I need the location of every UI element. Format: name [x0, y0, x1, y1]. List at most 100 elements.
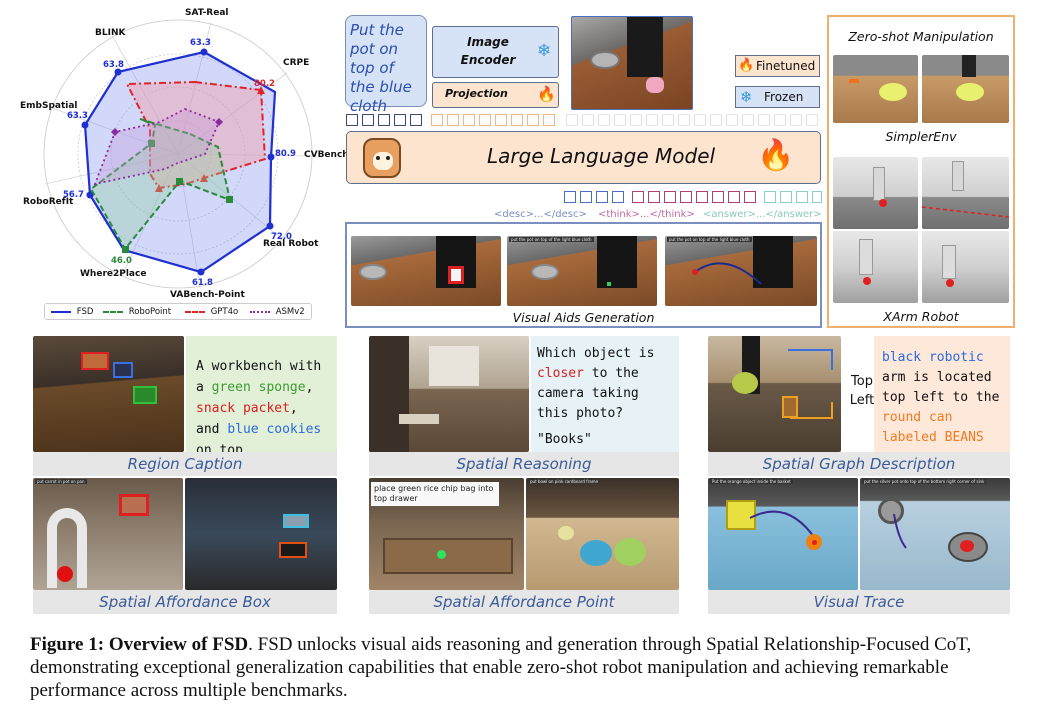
visual-aids-label: Visual Aids Generation — [512, 310, 655, 325]
legend-asmv2-label: ASMv2 — [275, 307, 305, 317]
axis-label-sat-real: SAT-Real — [185, 8, 229, 18]
value-label: 46.0 — [111, 256, 132, 266]
projection-box: Projection 🔥 — [432, 82, 559, 108]
visual-trace-label: Visual Trace — [708, 590, 1010, 614]
visual-aids-panel: put the pot on top of the light blue clo… — [345, 222, 822, 328]
simpler-photo-2 — [922, 55, 1009, 123]
graph-orange: round can labeled BEANS — [882, 410, 984, 445]
affordance-point-photo-2: put bowl on pink cardboard frame — [526, 478, 679, 590]
axis-label-blink: BLINK — [95, 28, 126, 38]
zeroshot-panel: Zero-shot Manipulation SimplerEnv XArm R… — [827, 15, 1015, 328]
legend-gpt4o-label: GPT4o — [210, 307, 239, 317]
legend-gpt4o: GPT4o — [185, 307, 238, 317]
spatial-reasoning-text-box: Which object is closer to the camera tak… — [531, 336, 679, 452]
graph-black: arm is located top left to the — [882, 370, 1000, 405]
fire-icon: 🔥 — [738, 58, 755, 73]
projection-label: Projection — [445, 87, 508, 100]
encoder-input-photo — [571, 16, 693, 110]
value-label: 72.0 — [271, 232, 292, 242]
figure-label: Figure 1: — [30, 634, 105, 655]
affordance-box-photo-1: put carrot in pot on pan — [33, 478, 183, 590]
visual-aid-photo-3: put the pot on top of the light blue clo… — [665, 236, 817, 306]
caption-comma: , — [305, 380, 314, 395]
xarm-photo-1 — [833, 157, 918, 229]
pointer-label: Top Left — [849, 374, 875, 408]
thumb-text: put carrot in pot on pan — [35, 479, 87, 484]
tag-think: <think>...</think> — [598, 209, 695, 220]
llm-box: Large Language Model 🔥 — [346, 131, 821, 184]
question-rest: to the camera taking this photo? — [537, 366, 639, 421]
thumb-text: put the pot on top of the light blue clo… — [509, 237, 594, 242]
spatial-graph-photo — [708, 336, 841, 452]
figure-caption: Figure 1: Overview of FSD. FSD unlocks v… — [30, 634, 972, 701]
spatial-graph-label: Spatial Graph Description — [708, 452, 1010, 476]
value-label: 56.7 — [63, 190, 84, 200]
affordance-point-photo-1: place green rice chip bag into top drawe… — [369, 478, 524, 590]
question-text: Which object is — [537, 346, 655, 361]
value-label: 80.2 — [254, 79, 275, 89]
zeroshot-title: Zero-shot Manipulation — [848, 29, 994, 44]
fire-icon: 🔥 — [537, 85, 556, 103]
xarm-label: XArm Robot — [883, 309, 959, 324]
axis-label-vabench-point: VABench-Point — [170, 290, 245, 300]
axis-label-cvbench: CVBench — [304, 150, 349, 160]
axis-label-real-robot: Real Robot — [263, 239, 319, 249]
thumb-text: Put the orange object inside the basket — [710, 479, 793, 484]
answer-text: "Books" — [537, 432, 592, 447]
axis-label-where2place: Where2Place — [80, 269, 147, 279]
thumb-text: put the pot on top of the light blue clo… — [667, 237, 752, 242]
snowflake-icon: ❄ — [740, 88, 753, 106]
fire-icon: 🔥 — [757, 138, 795, 173]
finetuned-label: Finetuned — [756, 59, 816, 73]
instruction-box: Put the pot on top of the blue cloth — [345, 15, 427, 115]
simpler-photo-1 — [833, 55, 918, 123]
radar-legend: FSD RoboPoint GPT4o ASMv2 — [44, 303, 312, 320]
value-label: 80.9 — [275, 149, 296, 159]
radar-svg — [43, 19, 313, 289]
snowflake-icon: ❄ — [537, 41, 552, 61]
llm-label: Large Language Model — [487, 144, 716, 168]
legend-fsd: FSD — [51, 307, 93, 317]
graph-blue: black robotic — [882, 350, 984, 365]
region-caption-label: Region Caption — [33, 452, 337, 476]
region-caption-photo — [33, 336, 184, 452]
visual-aid-photo-2: put the pot on top of the light blue clo… — [507, 236, 657, 306]
caption-red: snack packet — [196, 401, 290, 416]
spatial-graph-text-box: black robotic arm is located top left to… — [874, 336, 1010, 452]
value-label: 63.3 — [67, 111, 88, 121]
caption-green: green sponge — [211, 380, 306, 395]
xarm-photo-3 — [833, 231, 918, 303]
llama-icon — [363, 138, 401, 178]
spatial-reasoning-label: Spatial Reasoning — [369, 452, 679, 476]
instruction-text: Put the pot on top of the blue cloth — [350, 21, 412, 115]
affordance-box-photo-2 — [185, 478, 337, 590]
spatial-reasoning-photo — [369, 336, 529, 452]
legend-asmv2: ASMv2 — [250, 307, 305, 317]
legend-fsd-label: FSD — [76, 307, 94, 317]
figure-title: Overview of FSD — [108, 634, 249, 655]
thumb-text: put the silver pot onto top of the botto… — [862, 479, 987, 484]
frozen-badge: ❄ Frozen — [735, 86, 820, 108]
xarm-photo-2 — [922, 157, 1009, 229]
axis-label-roborefit: RoboRefIt — [23, 197, 74, 207]
affordance-point-label: Spatial Affordance Point — [369, 590, 679, 614]
axis-label-crpe: CRPE — [283, 58, 310, 68]
image-encoder-box: Image Encoder ❄ — [432, 26, 559, 78]
visual-aid-photo-1 — [351, 236, 501, 306]
axis-label-embspatial: EmbSpatial — [20, 101, 78, 111]
affordance-point-text: place green rice chip bag into top drawe… — [371, 482, 499, 506]
simpler-label: SimplerEnv — [885, 129, 957, 144]
legend-robopoint: RoboPoint — [103, 307, 171, 317]
visual-trace-photo-1: Put the orange object inside the basket — [708, 478, 858, 590]
visual-trace-photo-2: put the silver pot onto top of the botto… — [860, 478, 1010, 590]
image-encoder-label: Image Encoder — [460, 35, 516, 67]
region-caption-text-box: A workbench with a green sponge, snack p… — [186, 336, 337, 458]
value-label: 63.3 — [190, 38, 211, 48]
tag-answer: <answer>...</answer> — [703, 209, 822, 220]
figure-body: FSD unlocks visual aids reasoning and ge… — [30, 634, 972, 701]
tag-desc: <desc>...</desc> — [494, 209, 587, 220]
caption-and: , and — [196, 401, 298, 437]
legend-robopoint-label: RoboPoint — [128, 307, 172, 317]
xarm-photo-4 — [922, 231, 1009, 303]
question-closer: closer — [537, 366, 584, 381]
